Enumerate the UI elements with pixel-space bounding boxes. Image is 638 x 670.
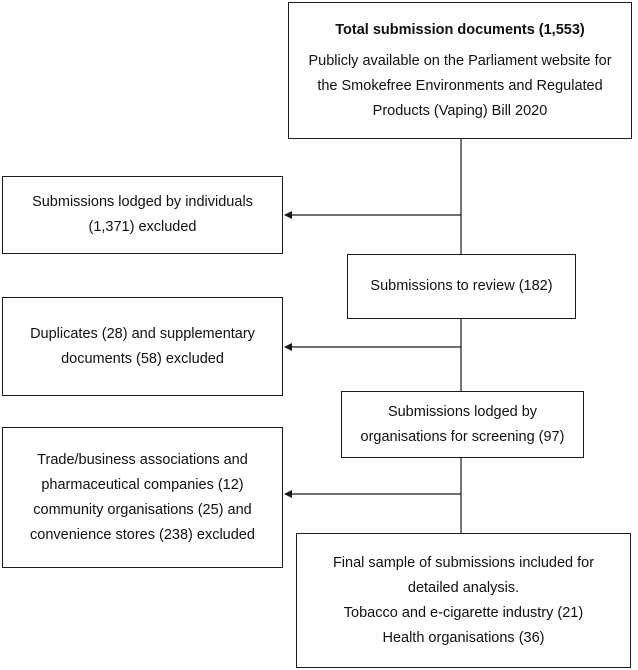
duplicates-box-line-2: documents (58) excluded [61, 350, 224, 367]
box-total-submission-documents: Total submission documents (1,553) Publi… [288, 2, 632, 139]
total-box-line-1: Publicly available on the Parliament web… [308, 52, 612, 69]
screening-box-line-1: Submissions lodged by [387, 403, 538, 420]
final-box-line-4: Health organisations (36) [382, 629, 545, 646]
box-individuals-excluded: Submissions lodged by individuals (1,371… [2, 176, 283, 254]
duplicates-box-line-1: Duplicates (28) and supplementary [30, 325, 255, 342]
box-submissions-to-review: Submissions to review (182) [347, 254, 576, 319]
individuals-box-line-2: (1,371) excluded [88, 219, 197, 235]
individuals-box-line-1: Submissions lodged by individuals [32, 194, 253, 210]
box-trade-excluded: Trade/business associations and pharmace… [2, 427, 283, 568]
total-box-line-2: the Smokefree Environments and Regulated [317, 77, 603, 94]
box-organisations-screening: Submissions lodged by organisations for … [341, 391, 584, 458]
total-box-title: Total submission documents (1,553) [335, 21, 585, 38]
trade-box-line-2: pharmaceutical companies (12) [41, 476, 244, 493]
final-box-line-1: Final sample of submissions included for [332, 554, 595, 571]
total-box-line-3: Products (Vaping) Bill 2020 [372, 102, 548, 119]
final-box-line-3: Tobacco and e-cigarette industry (21) [343, 604, 584, 621]
final-box-line-2: detailed analysis. [407, 579, 520, 596]
trade-box-line-1: Trade/business associations and [37, 451, 248, 468]
trade-box-line-4: convenience stores (238) excluded [30, 526, 255, 543]
screening-box-line-2: organisations for screening (97) [360, 428, 565, 445]
review-box-line-1: Submissions to review (182) [370, 278, 553, 294]
box-duplicates-excluded: Duplicates (28) and supplementary docume… [2, 297, 283, 396]
box-final-sample: Final sample of submissions included for… [296, 533, 631, 668]
trade-box-line-3: community organisations (25) and [33, 501, 252, 518]
